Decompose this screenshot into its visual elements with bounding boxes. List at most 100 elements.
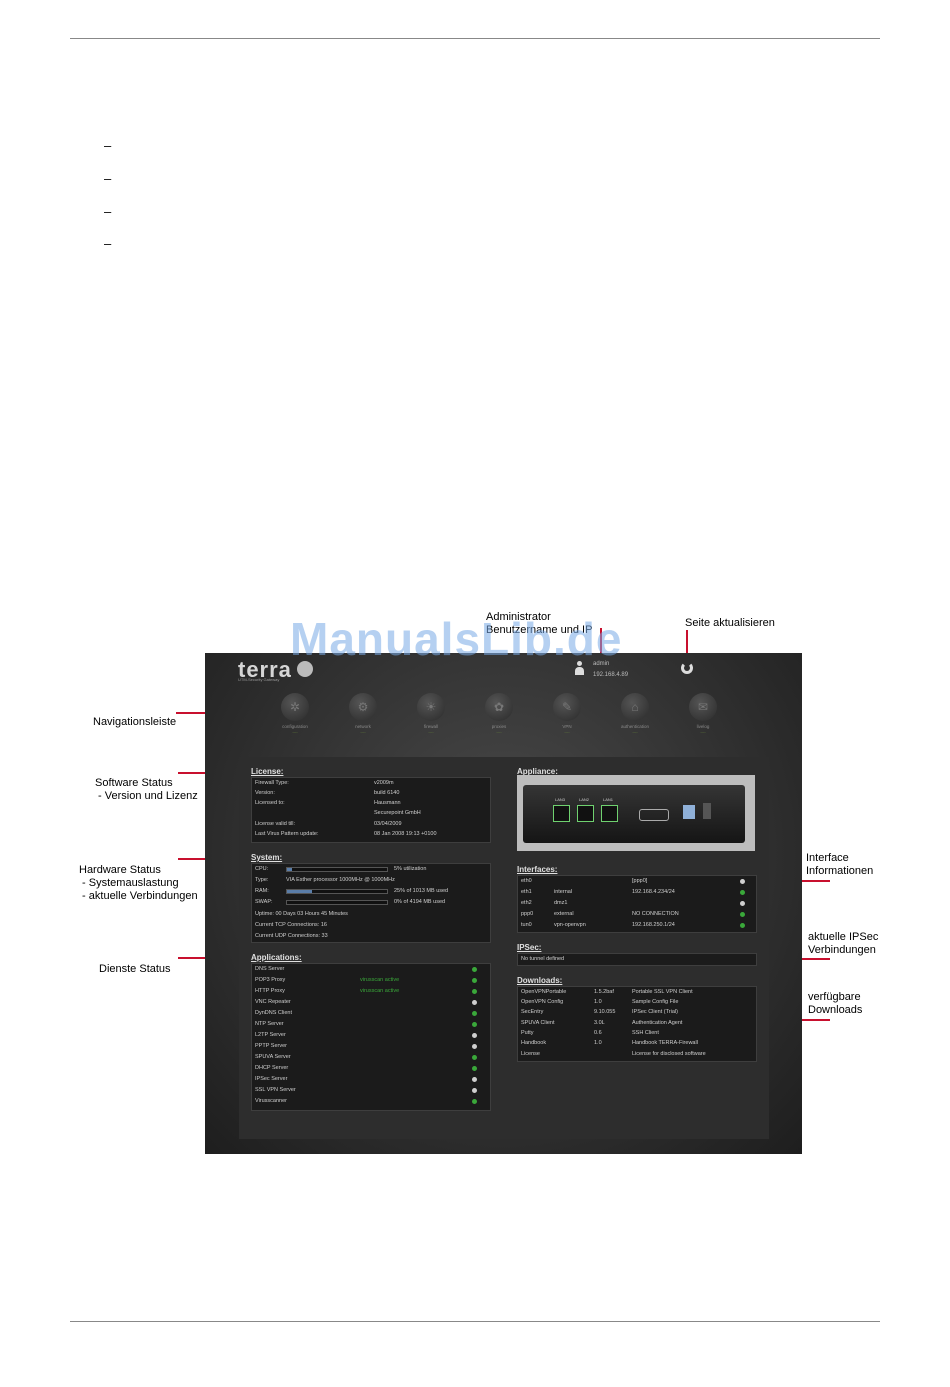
app-name: NTP Server xyxy=(255,1021,284,1027)
iface-dev: eth0 xyxy=(521,878,532,884)
nav-sub: ---- xyxy=(700,729,706,734)
app-name: IPSec Server xyxy=(255,1076,288,1082)
appliance-image: LAN3 LAN2 LAN1 xyxy=(517,775,755,851)
app-row: SPUVA Server xyxy=(252,1052,490,1063)
appliance-title: Appliance: xyxy=(517,767,558,776)
iface-zone: external xyxy=(554,911,574,917)
download-name[interactable]: OpenVPN Config xyxy=(521,999,564,1005)
ipsec-title: IPSec: xyxy=(517,943,542,952)
status-dot xyxy=(472,1099,477,1104)
nav-label: proxies xyxy=(491,724,507,729)
status-panel: License: Firewall Type:v2009m Version:bu… xyxy=(239,757,769,1139)
nav-label: VPN xyxy=(562,724,572,729)
callout-admin: Administrator Benutzername und IP xyxy=(486,611,593,636)
firewall-icon: ☀ xyxy=(417,693,445,721)
download-version: 1.0 xyxy=(594,1040,602,1046)
app-name: SPUVA Server xyxy=(255,1054,291,1060)
app-row: IPSec Server xyxy=(252,1074,490,1085)
app-name: DHCP Server xyxy=(255,1065,289,1071)
status-dot xyxy=(472,1055,477,1060)
nav-sub: ---- xyxy=(496,729,502,734)
status-dot xyxy=(472,1000,477,1005)
top-rule xyxy=(70,38,880,39)
configuration-icon: ✲ xyxy=(281,693,309,721)
power-button-icon xyxy=(703,803,711,819)
tcp-row: Current TCP Connections: 16 xyxy=(252,920,490,931)
port-label: LAN3 xyxy=(555,797,566,802)
license-row: License valid till:03/04/2009 xyxy=(252,819,490,830)
app-name: L2TP Server xyxy=(255,1032,286,1038)
app-row: VNC Repeater xyxy=(252,997,490,1008)
callout-services: Dienste Status xyxy=(99,963,171,975)
download-version: 0.6 xyxy=(594,1030,602,1036)
ipsec-box: No tunnel defined xyxy=(517,953,757,966)
app-row: NTP Server xyxy=(252,1019,490,1030)
bullet-dash: – xyxy=(104,204,112,219)
download-row[interactable]: Handbook 1.0 Handbook TERRA-Firewall xyxy=(518,1038,756,1049)
proxies-icon: ✿ xyxy=(485,693,513,721)
cpu-bar-fill xyxy=(287,868,292,871)
download-name[interactable]: SecEntry xyxy=(521,1009,544,1015)
brand-logo: terra xyxy=(238,657,292,682)
nav-sub: ---- xyxy=(632,729,638,734)
iface-addr: [ppp0] xyxy=(632,878,648,884)
nav-vpn[interactable]: ✎ VPN ---- xyxy=(537,693,597,734)
nav-configuration[interactable]: ✲ configuration ---- xyxy=(265,693,325,734)
status-dot xyxy=(472,1077,477,1082)
download-desc: Authentication Agent xyxy=(632,1020,683,1026)
nav-livelog[interactable]: ✉ livelog ---- xyxy=(673,693,733,734)
status-dot xyxy=(472,1033,477,1038)
download-desc: Handbook TERRA-Firewall xyxy=(632,1040,698,1046)
user-icon xyxy=(575,661,584,675)
port-label: LAN2 xyxy=(579,797,590,802)
app-name: PPTP Server xyxy=(255,1043,287,1049)
ram-bar xyxy=(286,889,388,894)
type-label: Type: xyxy=(255,877,269,883)
download-name[interactable]: Handbook xyxy=(521,1040,547,1046)
app-note: virusscan active xyxy=(360,988,400,994)
nav-sub: ---- xyxy=(360,729,366,734)
type-row: Type: VIA Esther processor 1000MHz @ 100… xyxy=(252,875,490,886)
app-name: POP3 Proxy xyxy=(255,977,286,983)
download-name[interactable]: OpenVPNPortable xyxy=(521,989,567,995)
vpn-icon: ✎ xyxy=(553,693,581,721)
download-desc: Sample Config File xyxy=(632,999,679,1005)
refresh-icon[interactable] xyxy=(681,662,693,674)
iface-zone: vpn-openvpn xyxy=(554,922,586,928)
brand-tagline: UTM-Security Gateway xyxy=(238,677,280,682)
ram-bar-fill xyxy=(287,890,312,893)
license-value: build 6140 xyxy=(374,790,400,796)
nav-firewall[interactable]: ☀ firewall ---- xyxy=(401,693,461,734)
admin-username: admin xyxy=(593,661,610,667)
download-name[interactable]: Putty xyxy=(521,1030,534,1036)
nav-authentication[interactable]: ⌂ authentication ---- xyxy=(605,693,665,734)
iface-dev: ppp0 xyxy=(521,911,534,917)
download-row[interactable]: Putty 0.6 SSH Client xyxy=(518,1028,756,1039)
app-name: HTTP Proxy xyxy=(255,988,285,994)
usb-port-icon xyxy=(683,805,695,819)
status-dot xyxy=(740,923,745,928)
license-value: Securepoint GmbH xyxy=(374,810,421,816)
nav-label: authentication xyxy=(620,724,650,729)
nav-proxies[interactable]: ✿ proxies ---- xyxy=(469,693,529,734)
status-dot xyxy=(472,1088,477,1093)
nav-network[interactable]: ⚙ network ---- xyxy=(333,693,393,734)
download-name[interactable]: License xyxy=(521,1051,540,1057)
license-value: v2009m xyxy=(374,780,394,786)
status-dot xyxy=(472,1044,477,1049)
iface-addr: 192.168.4.234/24 xyxy=(632,889,675,895)
callout-nav: Navigationsleiste xyxy=(93,716,177,728)
callout-interfaces: Interface Informationen xyxy=(806,852,874,877)
app-row: PPTP Server xyxy=(252,1041,490,1052)
download-desc: SSH Client xyxy=(632,1030,659,1036)
download-name[interactable]: SPUVA Client xyxy=(521,1020,555,1026)
